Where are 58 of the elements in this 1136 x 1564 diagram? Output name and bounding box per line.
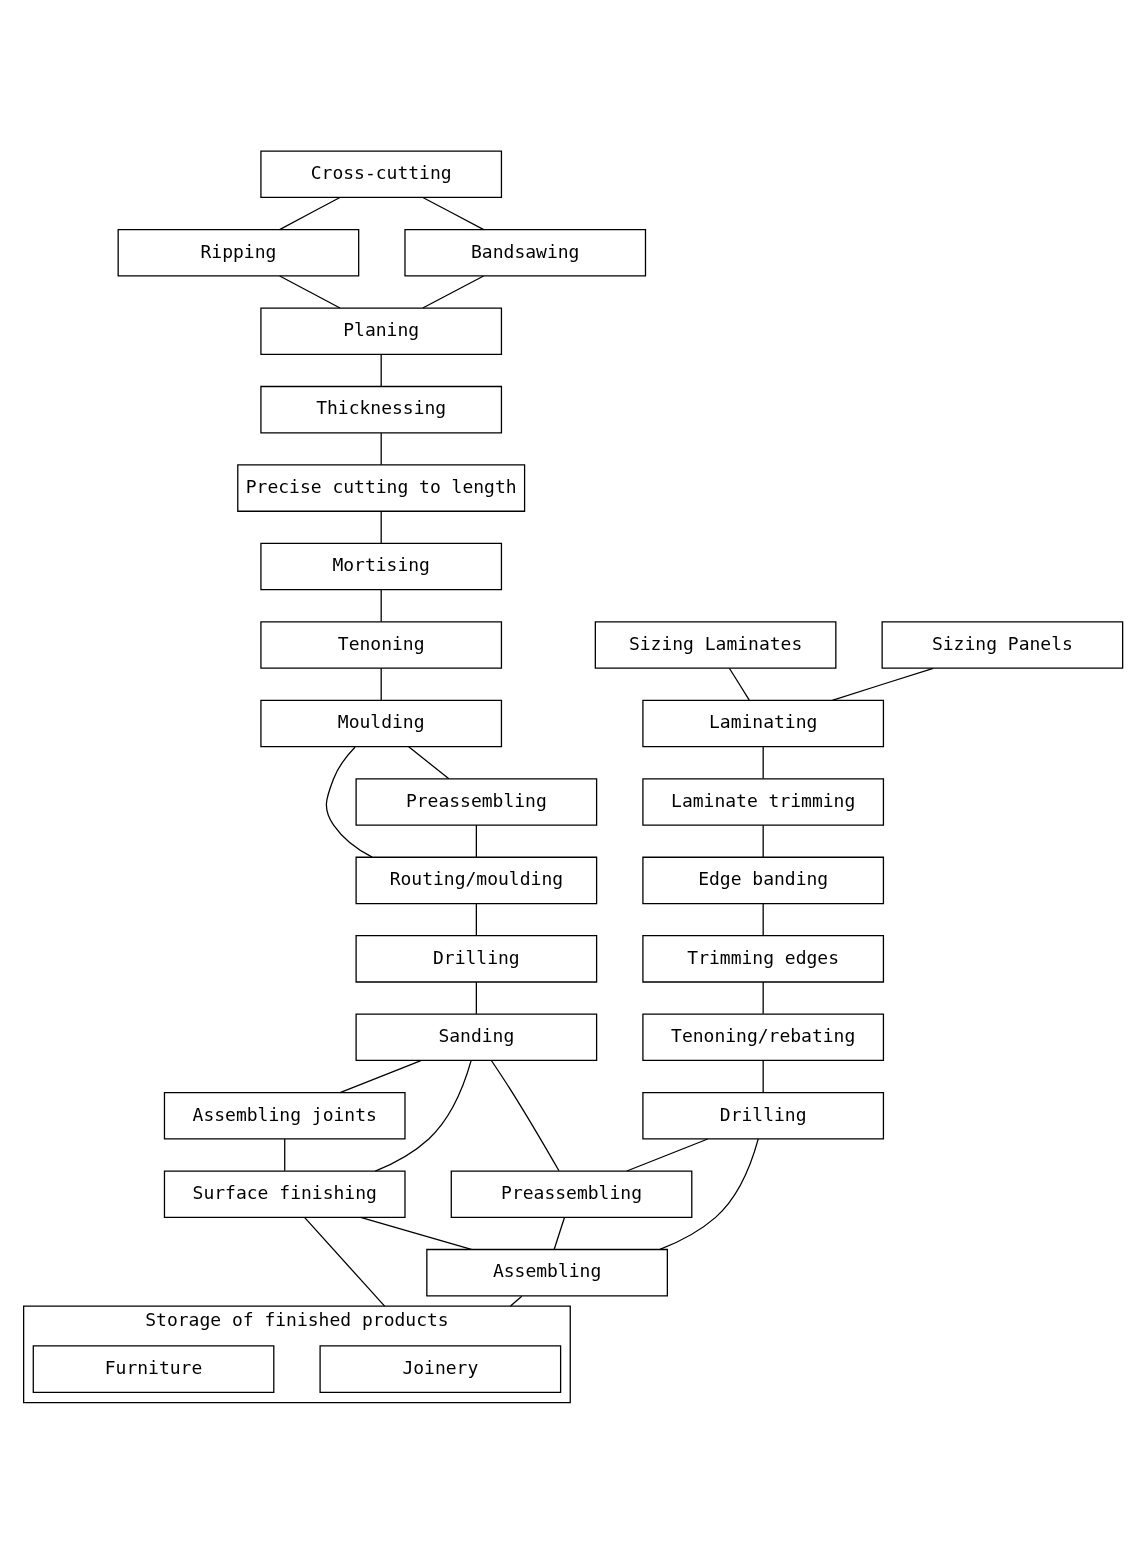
connector: [359, 1216, 473, 1251]
connector: [380, 432, 382, 466]
node-box: Assembling: [426, 1248, 668, 1297]
connector: [475, 824, 477, 858]
node-box: Drilling: [355, 935, 598, 983]
node-box: Preassembling: [355, 778, 598, 826]
node-box: Tenoning/rebating: [642, 1013, 885, 1062]
node-box: Moulding: [260, 699, 503, 748]
connector: [284, 1138, 286, 1172]
node-box: Cross-cutting: [260, 150, 503, 199]
connector: [304, 1217, 386, 1307]
connector: [279, 275, 341, 309]
connector: [380, 510, 382, 544]
connector: [278, 196, 341, 231]
node-box: Joinery: [319, 1345, 562, 1393]
connector: [553, 1216, 566, 1250]
connector: [490, 1059, 560, 1172]
connector: [762, 903, 764, 937]
node-box: Edge banding: [642, 856, 885, 905]
connector: [422, 275, 485, 309]
node-box: Laminate trimming: [642, 778, 885, 826]
connector: [339, 1059, 422, 1094]
connector: [831, 667, 934, 701]
connector: [374, 1060, 472, 1172]
connector: [422, 196, 485, 231]
node-box: Mortising: [260, 542, 503, 591]
node-box: Preassembling: [450, 1170, 693, 1218]
connector: [380, 589, 382, 623]
node-box: Sizing Panels: [881, 621, 1124, 669]
node-box: Surface finishing: [163, 1170, 406, 1218]
connector: [475, 903, 477, 937]
node-box: Tenoning: [260, 621, 503, 669]
connector: [762, 981, 764, 1015]
node-box: Routing/moulding: [355, 856, 598, 905]
node-box: Drilling: [642, 1091, 885, 1140]
node-box: Planing: [260, 307, 503, 355]
node-box: Sanding: [355, 1013, 598, 1062]
connector: [626, 1138, 709, 1172]
connector: [728, 667, 750, 701]
node-box: Furniture: [32, 1345, 275, 1393]
connector: [762, 1059, 764, 1093]
connector: [380, 353, 382, 387]
node-box: Sizing Laminates: [594, 621, 837, 669]
node-box: Trimming edges: [642, 935, 885, 983]
connector: [762, 746, 764, 780]
connector: [380, 667, 382, 701]
connector: [762, 824, 764, 858]
connector: [408, 746, 450, 780]
node-box: Bandsawing: [404, 228, 647, 277]
node-box: Ripping: [117, 228, 360, 277]
connector: [509, 1295, 523, 1307]
connector: [475, 981, 477, 1015]
connector: [325, 746, 373, 858]
node-box: Laminating: [642, 699, 885, 748]
node-box: Thicknessing: [260, 385, 503, 434]
connector: [659, 1138, 759, 1250]
node-box: Assembling joints: [163, 1091, 406, 1140]
node-box: Precise cutting to length: [237, 464, 526, 512]
